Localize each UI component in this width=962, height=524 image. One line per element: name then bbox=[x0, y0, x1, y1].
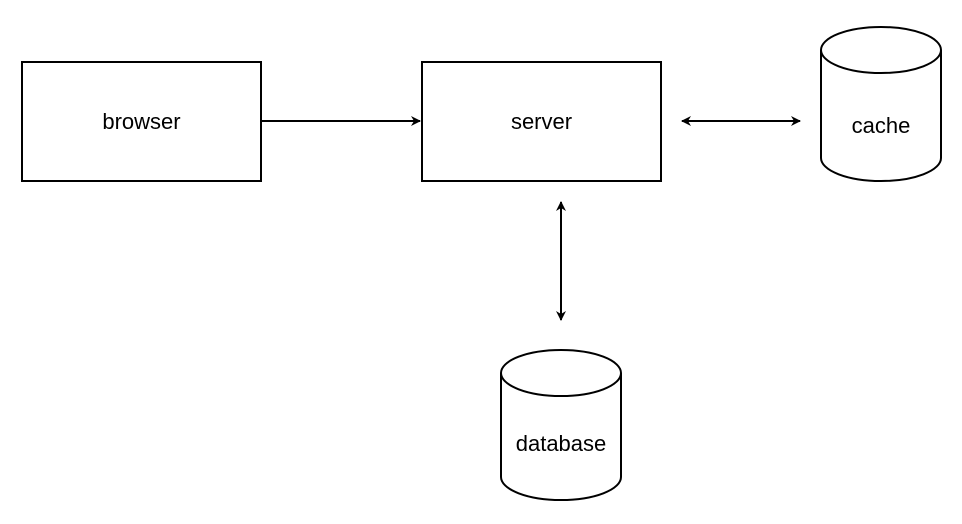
database-label: database bbox=[515, 431, 607, 456]
server-label: server bbox=[510, 108, 573, 134]
database-node: database bbox=[500, 398, 622, 490]
cache-cylinder bbox=[820, 26, 942, 182]
cache-node: cache bbox=[820, 80, 942, 172]
browser-label: browser bbox=[102, 108, 181, 134]
database-cylinder bbox=[500, 349, 622, 501]
browser-node: browser bbox=[21, 61, 262, 182]
cache-label: cache bbox=[851, 113, 911, 138]
server-node: server bbox=[421, 61, 662, 182]
